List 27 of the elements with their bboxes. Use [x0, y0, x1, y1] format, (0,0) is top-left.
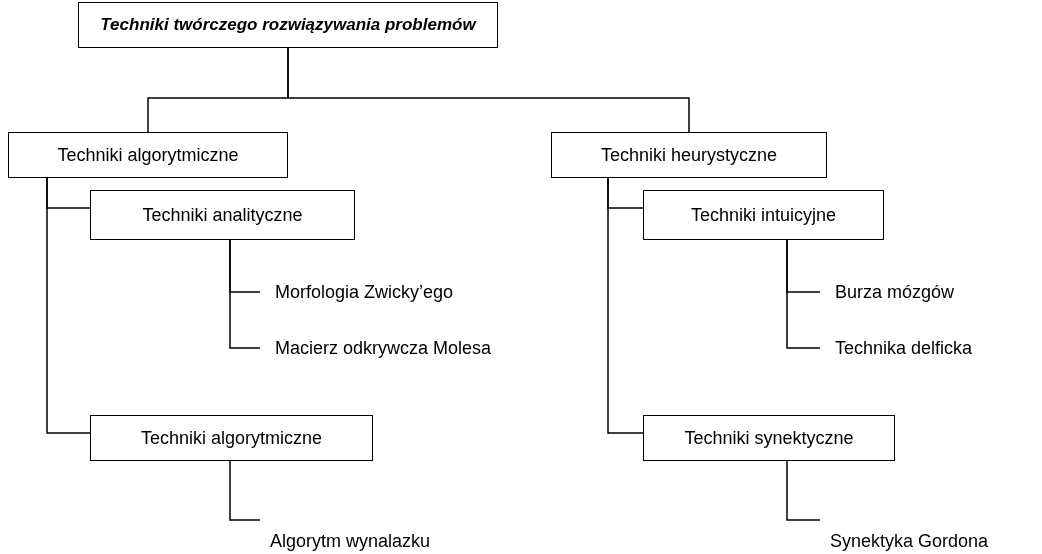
category-label: Techniki algorytmiczne: [57, 144, 239, 166]
connector-line: [786, 460, 821, 521]
technique-label: Macierz odkrywcza Molesa: [275, 337, 492, 359]
connector-line: [229, 460, 261, 521]
technique-label: Morfologia Zwicky’ego: [275, 281, 454, 303]
category-label: Techniki heurystyczne: [600, 144, 778, 166]
technique-label: Algorytm wynalazku: [270, 531, 431, 552]
category-label: Techniki analityczne: [142, 204, 303, 226]
connector-line: [607, 177, 644, 434]
connector-line: [229, 239, 261, 349]
category-box: [551, 132, 827, 178]
connector-line: [786, 239, 821, 349]
category-box: [90, 190, 355, 240]
root-label: Techniki twórczego rozwiązywania problemów: [100, 15, 476, 35]
category-box: [8, 132, 288, 178]
connector-line: [287, 47, 690, 133]
category-label: Techniki algorytmiczne: [140, 427, 323, 449]
category-label: Techniki synektyczne: [684, 427, 854, 449]
connector-line: [46, 177, 91, 434]
category-box: [90, 415, 373, 461]
category-box: [643, 415, 895, 461]
technique-label: Technika delficka: [835, 337, 973, 359]
category-label: Techniki intuicyjne: [690, 204, 837, 226]
technique-label: Synektyka Gordona: [830, 531, 989, 552]
technique-label: Burza mózgów: [835, 281, 955, 303]
category-box: [643, 190, 884, 240]
category-box: [78, 2, 498, 48]
